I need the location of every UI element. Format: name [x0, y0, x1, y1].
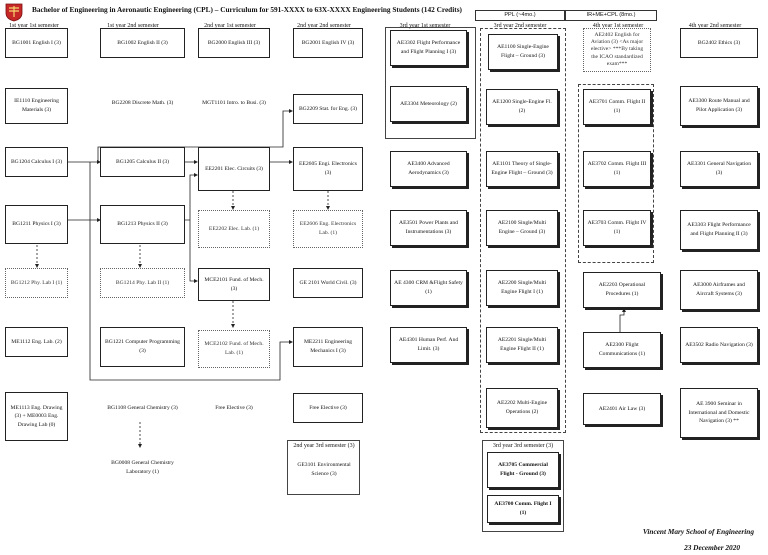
course-ae3400[interactable]: AE3400 Advanced Aerodynamics (3)	[390, 151, 467, 187]
course-ae3705[interactable]: AE3705 Commercial Flight - Ground (3)	[487, 452, 559, 488]
connector-bg1205-bg2209	[97, 110, 292, 162]
course-ae3702[interactable]: AE3702 Comm. Flight III (1)	[583, 151, 651, 187]
course-ae2401[interactable]: AE2401 Air Law (3)	[583, 393, 661, 425]
course-bg1002[interactable]: BG1002 English II (3)	[100, 28, 185, 58]
semester-header-y4s1: 4th year 1st semester	[592, 23, 644, 29]
course-ae3303[interactable]: AE3303 Flight Performance and Flight Pla…	[680, 210, 758, 250]
y3s3-frame	[482, 440, 564, 532]
course-mgt1101[interactable]: MGT1101 Intro. to Busi. (3)	[202, 99, 266, 106]
course-mce2102[interactable]: MCE2102 Fund. of Mech. Lab. (1)	[198, 330, 270, 368]
semester-header-y3s3: 3rd year 3rd semester (3)	[492, 443, 554, 449]
ppl-track-frame	[480, 28, 566, 433]
course-mce2101[interactable]: MCE2101 Fund. of Mech. (3)	[198, 268, 270, 301]
page-title: Bachelor of Engineering in Aeronautic En…	[32, 5, 462, 14]
course-ae3302[interactable]: AE3302 Flight Performance and Flight Pla…	[390, 30, 467, 66]
course-ae2201[interactable]: AE2201 Single/Multi Engine Flight II (1)	[486, 327, 558, 363]
course-ge2101[interactable]: GE 2101 World Civil. (3)	[293, 268, 363, 298]
course-bg1205[interactable]: BG1205 Calculus II (3)	[100, 147, 185, 177]
semester-header-y2s3: 2nd year 3rd semester (3)	[293, 443, 355, 449]
semester-header-y3s2: 3rd year 2nd semester	[493, 23, 547, 29]
course-ae4300[interactable]: AE 4300 CRM &Flight Safety (1)	[390, 270, 467, 306]
connector-bg1204-me2211	[89, 162, 292, 381]
course-ae3700[interactable]: AE3700 Comm. Flight I (1)	[487, 495, 559, 523]
course-ae1101[interactable]: AE1101 Theory of Single-Engine Flight – …	[486, 151, 558, 187]
course-bg1001[interactable]: BG1001 English I (3)	[5, 28, 68, 58]
course-bg2209[interactable]: BG2209 Stat. for Eng. (3)	[293, 94, 363, 124]
course-bg1204[interactable]: BG1204 Calculus I (3)	[5, 147, 68, 177]
course-bg2208[interactable]: BG2208 Discrete Math. (3)	[111, 99, 174, 106]
track-ppl: PPL (~4mo.)	[475, 10, 565, 21]
course-bg1221[interactable]: BG1221 Computer Programming (3)	[100, 327, 185, 367]
course-ee2202[interactable]: EE2202 Elec. Lab. (1)	[198, 210, 270, 248]
semester-header-y2s2: 2nd year 2nd semester	[297, 23, 351, 29]
course-ee2201[interactable]: EE2201 Elec. Circuits (3)	[198, 147, 270, 191]
course-ae3501[interactable]: AE3501 Power Plants and Instrumentations…	[390, 210, 467, 246]
track-ir-me-cpl: IR+ME+CPL (8mo.)	[565, 10, 657, 21]
course-me1112[interactable]: ME1112 Eng. Lab. (2)	[5, 327, 68, 357]
connector-ae2300-ae2203	[619, 310, 625, 332]
footer-school: Vincent Mary School of Engineering	[642, 527, 754, 536]
course-bg1211[interactable]: BG1211 Physics I (3)	[5, 205, 68, 244]
course-ee2606[interactable]: EE2606 Eng. Electronics Lab. (1)	[293, 210, 363, 248]
course-free-elective-1[interactable]: Free Elective (3)	[215, 404, 253, 411]
course-ae2100[interactable]: AE2100 Single/Multi Engine – Ground (3)	[486, 210, 558, 246]
course-bg2000[interactable]: BG2000 English III (3)	[198, 28, 270, 58]
course-ge3101[interactable]: GE3101 Environmental Science (3)	[297, 462, 351, 477]
course-ae2203[interactable]: AE2203 Operational Procedures (1)	[583, 272, 661, 308]
footer-date: 23 December 2020	[684, 543, 740, 552]
course-ae1100[interactable]: AE1100 Single-Engine Flight – Ground (3)	[488, 34, 558, 70]
course-ae3304[interactable]: AE3304 Meteorology (2)	[390, 86, 467, 122]
ir-track-frame	[578, 84, 654, 263]
semester-header-y4s2: 4th year 2nd semester	[688, 23, 742, 29]
connector-bg1213-ee2201	[185, 174, 197, 221]
university-crest-icon	[5, 3, 23, 22]
course-ae3701[interactable]: AE3701 Comm. Flight II (1)	[583, 89, 651, 125]
course-ae1200[interactable]: AE1200 Single-Engine Fl. (2)	[486, 89, 558, 125]
course-ae2402[interactable]: AE2402 English for Aviation (3) <As majo…	[583, 28, 651, 72]
course-ae3300[interactable]: AE3300 Route Manual and Pilot Applicatio…	[680, 86, 758, 126]
course-ae3000[interactable]: AE3000 Airframes and Aircraft Systems (3…	[680, 270, 758, 310]
semester-header-y3s1: 3rd year 1st semester	[399, 23, 451, 29]
course-me2211[interactable]: ME2211 Engineering Mechanics I (3)	[293, 327, 363, 367]
course-ie1110[interactable]: IE1110 Engineering Materials (3)	[5, 88, 68, 124]
course-bg1108[interactable]: BG1108 General Chemistry (3)	[107, 404, 178, 411]
course-bg1213[interactable]: BG1213 Physics II (3)	[100, 205, 185, 244]
y2s3-frame	[287, 440, 360, 495]
semester-header-y2s1: 2nd year 1st semester	[204, 23, 256, 29]
course-bg2001[interactable]: BG2001 English IV (3)	[293, 28, 363, 58]
course-ae2300[interactable]: AE2300 Flight Communications (1)	[583, 332, 661, 368]
course-me1113[interactable]: ME1113 Eng. Drawing (3) + ME0003 Eng. Dr…	[5, 392, 68, 441]
semester-header-y1s2: 1st year 2nd semester	[107, 23, 159, 29]
course-ae3301[interactable]: AE3301 General Navigation (3)	[680, 151, 758, 187]
course-ae4301[interactable]: AE4301 Human Perf. And Limit. (3)	[390, 327, 467, 363]
course-ae3900[interactable]: AE 3900 Seminar in International and Dom…	[680, 388, 758, 438]
course-bg1212[interactable]: BG1212 Phy. Lab I (1)	[5, 268, 68, 298]
connector-bg1213-mce2101	[189, 220, 197, 282]
course-bg2402[interactable]: BG2402 Ethics (3)	[680, 28, 758, 58]
y3s1-group-frame	[385, 27, 476, 139]
course-ae2202[interactable]: AE2202 Multi-Engine Operations (2)	[486, 388, 558, 428]
course-bg0008[interactable]: BG0008 General Chemistry Laboratory (1)	[111, 460, 174, 475]
course-ae3703[interactable]: AE3703 Comm. Flight IV (1)	[583, 210, 651, 246]
course-ee2605[interactable]: EE2605 Engi. Electronics (3)	[293, 147, 363, 191]
course-ae3502[interactable]: AE3502 Radio Navigation (3)	[680, 327, 758, 363]
semester-header-y1s1: 1st year 1st semester	[9, 23, 59, 29]
course-ae2200[interactable]: AE2200 Single/Multi Engine Flight I (1)	[486, 270, 558, 306]
course-bg1214[interactable]: BG1214 Phy. Lab II (1)	[100, 268, 185, 298]
course-free-elective-2[interactable]: Free Elective (3)	[293, 393, 363, 423]
